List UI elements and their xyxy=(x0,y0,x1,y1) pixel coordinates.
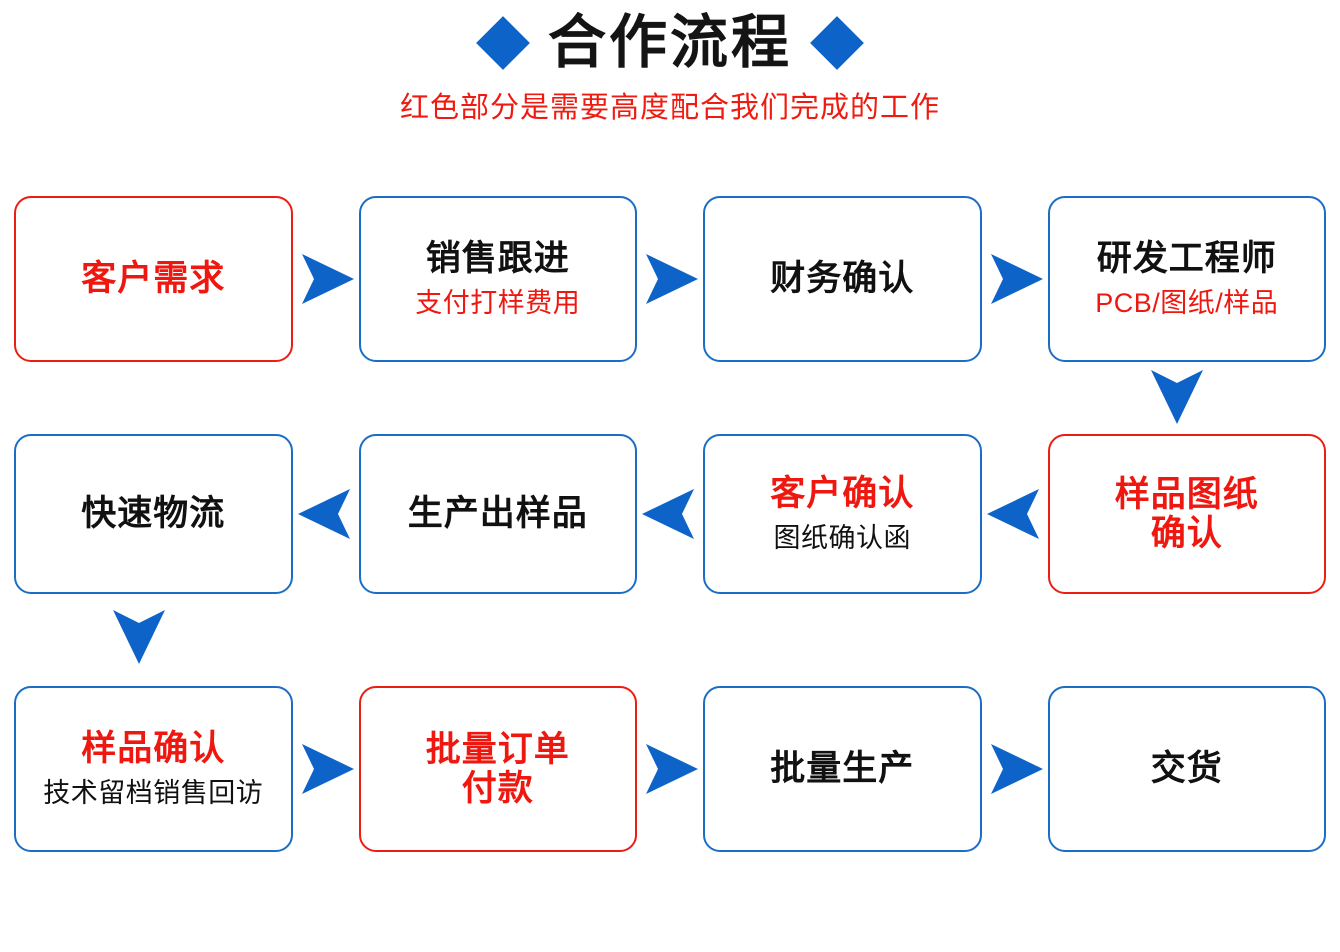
node-title: 财务确认 xyxy=(770,259,915,299)
arrow-right-icon xyxy=(637,738,703,800)
flow-node-fast-logistics[interactable]: 快速物流 xyxy=(14,434,293,594)
arrow-right-icon xyxy=(637,248,703,310)
flow-node-sample-confirm[interactable]: 样品确认 技术留档销售回访 xyxy=(14,686,293,852)
flow-row-2: 快速物流 生产出样品 客户确认 图纸确认函 样品图纸 确认 xyxy=(0,434,1340,594)
arrow-left-icon xyxy=(293,483,359,545)
node-title: 交货 xyxy=(1150,749,1223,789)
node-title: 客户需求 xyxy=(81,259,226,299)
diamond-icon-right xyxy=(810,16,864,70)
node-title: 批量订单 付款 xyxy=(425,729,570,808)
arrow-right-icon xyxy=(982,738,1048,800)
arrow-right-icon xyxy=(293,738,359,800)
node-title: 批量生产 xyxy=(770,749,915,789)
flow-node-delivery[interactable]: 交货 xyxy=(1047,686,1326,852)
arrow-left-icon xyxy=(637,483,703,545)
node-title: 销售跟进 xyxy=(425,239,570,279)
page-header: 合作流程 红色部分是需要高度配合我们完成的工作 xyxy=(0,0,1340,123)
flow-node-customer-confirm[interactable]: 客户确认 图纸确认函 xyxy=(703,434,982,594)
diamond-icon-left xyxy=(476,16,530,70)
node-title: 生产出样品 xyxy=(407,494,588,534)
page-title: 合作流程 xyxy=(547,10,792,75)
flow-row-1: 客户需求 销售跟进 支付打样费用 财务确认 研发工程师 PCB/图纸/样品 xyxy=(0,196,1340,362)
node-subtitle: PCB/图纸/样品 xyxy=(1095,287,1279,318)
node-subtitle: 技术留档销售回访 xyxy=(43,777,264,808)
flow-row-3: 样品确认 技术留档销售回访 批量订单 付款 批量生产 交货 xyxy=(0,686,1340,852)
arrow-down-icon-row2-to-row3 xyxy=(110,606,170,668)
flow-node-rnd-engineer[interactable]: 研发工程师 PCB/图纸/样品 xyxy=(1047,196,1326,362)
arrow-left-icon xyxy=(982,483,1048,545)
arrow-right-icon xyxy=(982,248,1048,310)
flow-node-finance-confirm[interactable]: 财务确认 xyxy=(703,196,982,362)
node-title: 快速物流 xyxy=(81,494,226,534)
flow-node-sales-followup[interactable]: 销售跟进 支付打样费用 xyxy=(358,196,637,362)
arrow-down-icon-row1-to-row2 xyxy=(1148,366,1208,428)
flow-node-produce-sample[interactable]: 生产出样品 xyxy=(358,434,637,594)
flow-node-bulk-order-payment[interactable]: 批量订单 付款 xyxy=(358,686,637,852)
node-subtitle: 支付打样费用 xyxy=(415,287,581,318)
node-subtitle: 图纸确认函 xyxy=(773,522,911,553)
node-title: 客户确认 xyxy=(770,474,915,514)
flow-node-customer-requirement[interactable]: 客户需求 xyxy=(14,196,293,362)
node-title: 样品图纸 确认 xyxy=(1114,474,1259,553)
node-title: 样品确认 xyxy=(81,729,226,769)
flow-node-sample-drawing-confirm[interactable]: 样品图纸 确认 xyxy=(1047,434,1326,594)
flowchart: 客户需求 销售跟进 支付打样费用 财务确认 研发工程师 PCB/图纸/样品 快速… xyxy=(0,196,1340,852)
arrow-right-icon xyxy=(293,248,359,310)
node-title: 研发工程师 xyxy=(1096,239,1277,279)
page-subtitle: 红色部分是需要高度配合我们完成的工作 xyxy=(399,92,940,124)
title-row: 合作流程 xyxy=(0,0,1340,72)
flow-node-bulk-production[interactable]: 批量生产 xyxy=(703,686,982,852)
